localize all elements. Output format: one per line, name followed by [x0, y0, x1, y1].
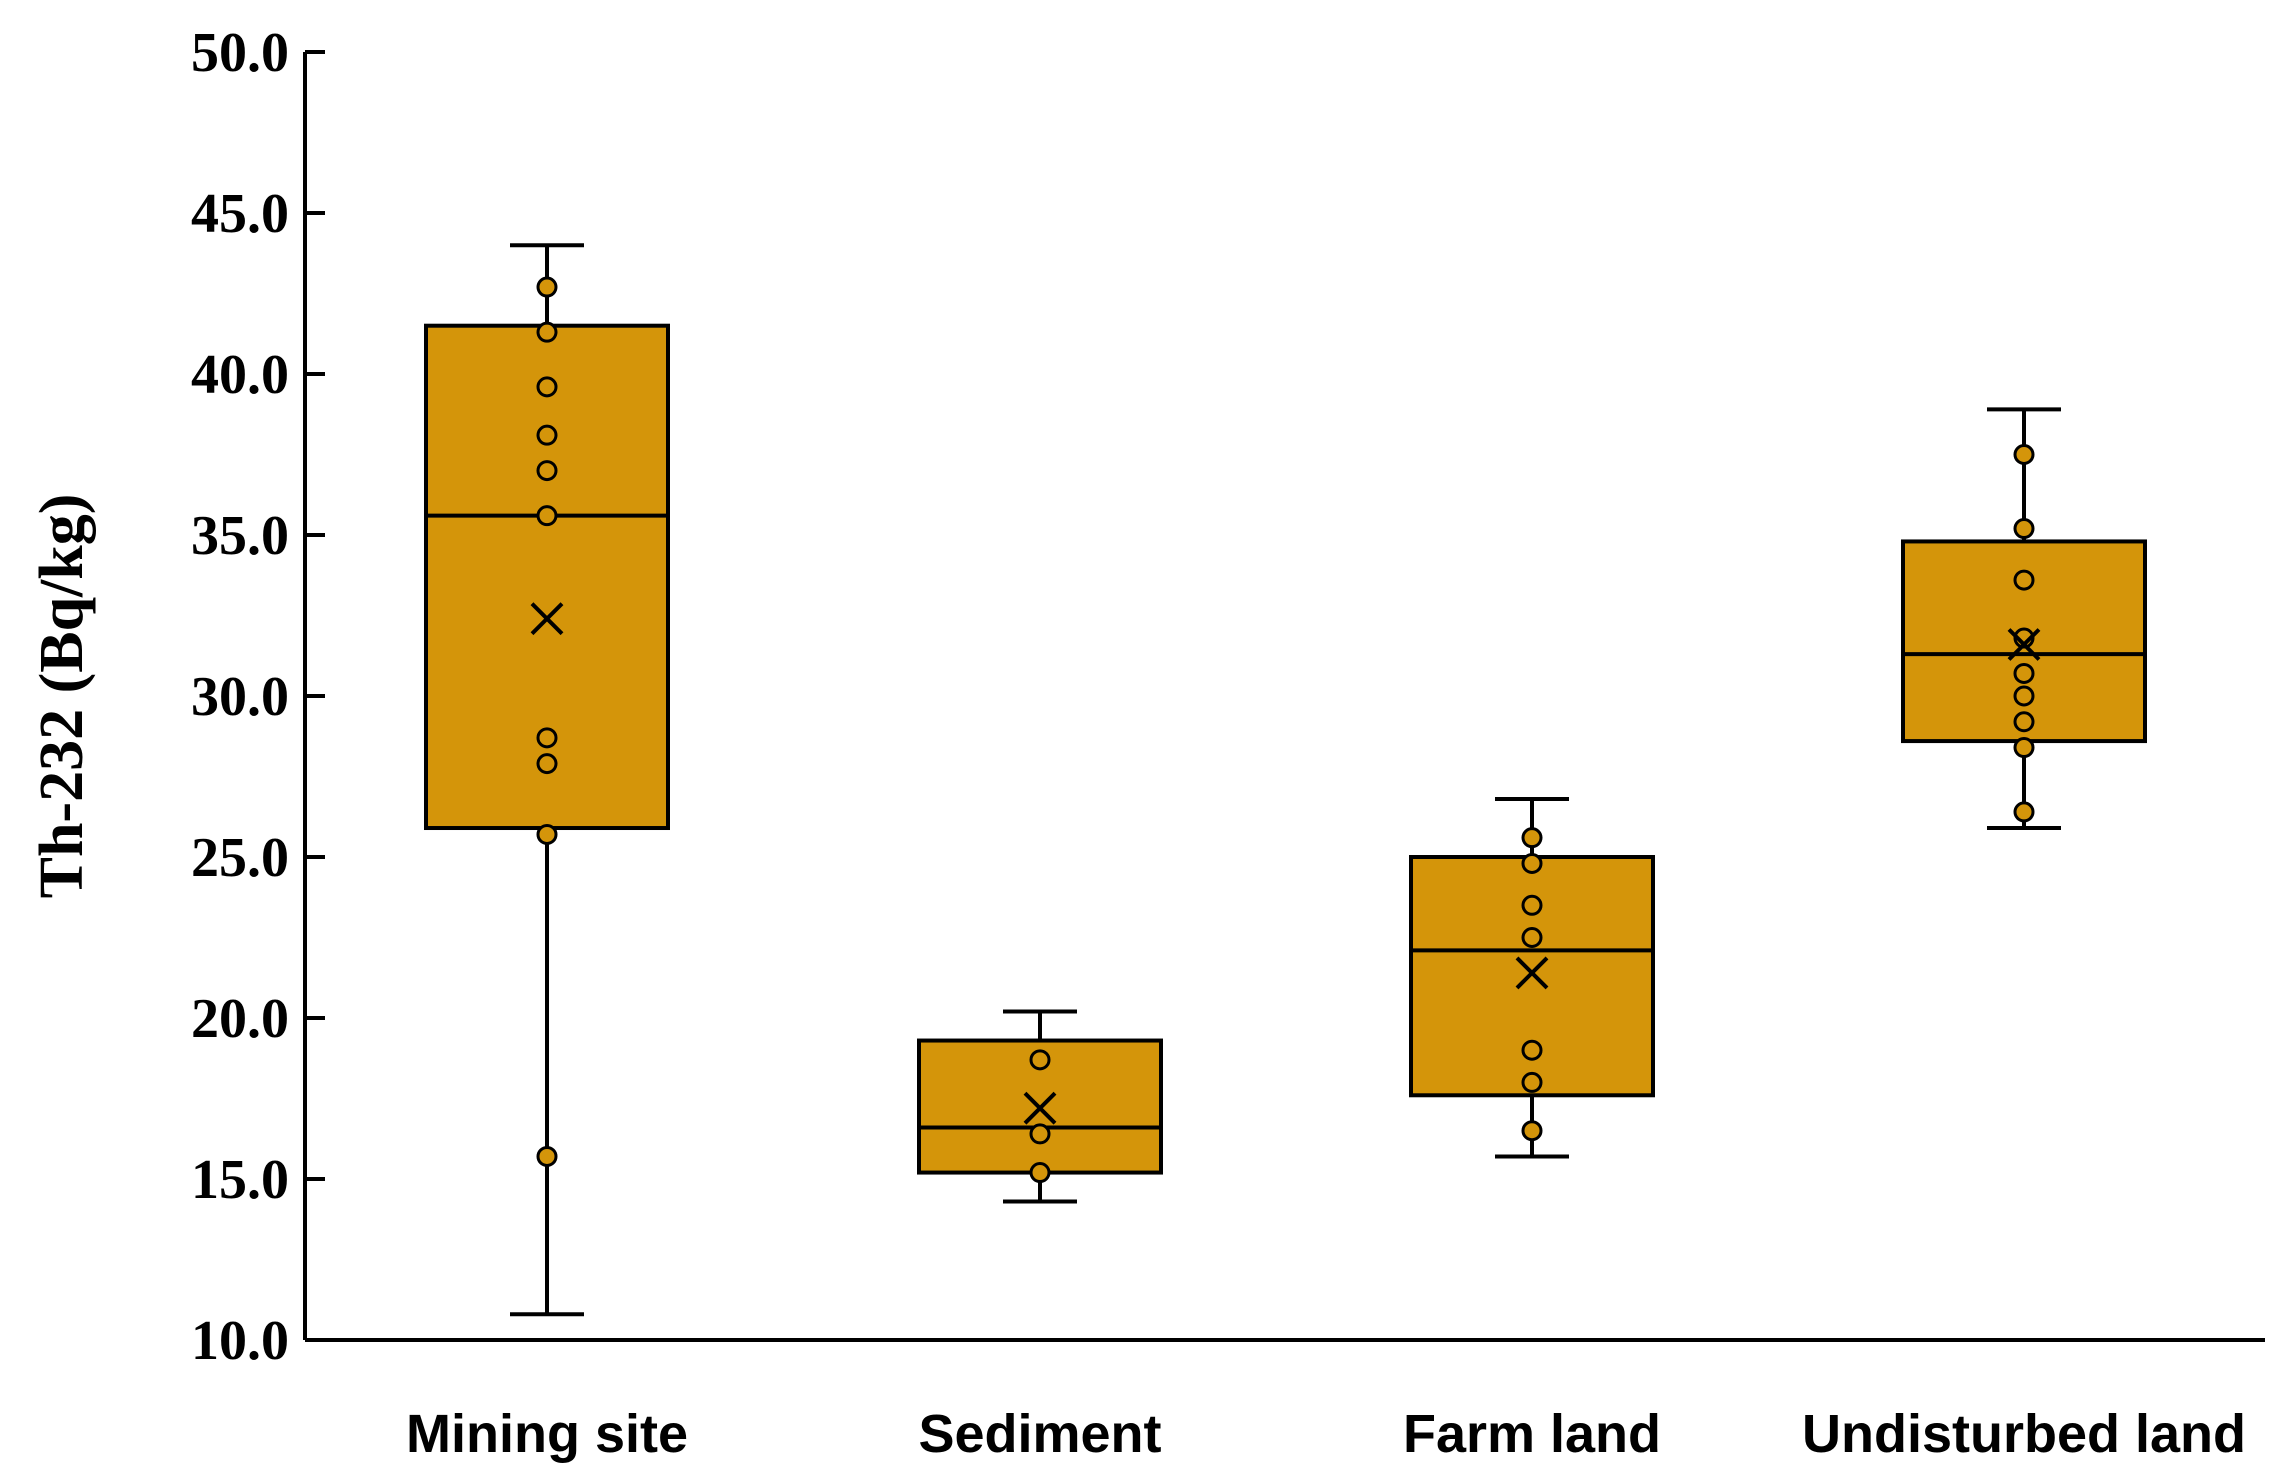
mean-marker: [1515, 956, 1549, 990]
data-point: [536, 321, 558, 343]
data-point: [1521, 1120, 1543, 1142]
x-category-label: Undisturbed land: [1802, 1404, 2246, 1464]
data-point: [1521, 1039, 1543, 1061]
data-point: [536, 505, 558, 527]
y-tick-label: 30.0: [191, 666, 289, 728]
mean-marker: [2007, 628, 2041, 661]
data-point: [1521, 852, 1543, 874]
y-tick-label: 10.0: [191, 1310, 289, 1372]
box-series: [424, 243, 2147, 1317]
data-point: [2013, 662, 2035, 684]
data-point: [1521, 894, 1543, 916]
y-tick-label: 35.0: [191, 505, 289, 567]
data-point: [1521, 927, 1543, 948]
data-point: [536, 424, 558, 446]
data-point: [2013, 518, 2035, 540]
y-axis-ticks: 10.0 15.0 20.0 25.0 30.0 35.0 40.0 45.0 50.0: [191, 22, 325, 1372]
y-tick-label: 25.0: [191, 827, 289, 889]
y-tick-label: 20.0: [191, 988, 289, 1050]
data-point: [536, 376, 558, 398]
data-point: [2013, 737, 2035, 759]
x-category-label: Sediment: [918, 1404, 1161, 1464]
data-point: [536, 1145, 558, 1167]
y-tick-label: 45.0: [191, 183, 289, 245]
data-point: [1521, 1071, 1543, 1093]
mean-marker: [1023, 1091, 1057, 1125]
y-axis-title: Th-232 (Bq/kg): [28, 494, 96, 899]
data-point: [536, 753, 558, 775]
data-point: [2013, 711, 2035, 733]
data-point: [1521, 827, 1543, 849]
y-tick-label: 15.0: [191, 1149, 289, 1211]
iqr-box: [424, 323, 670, 831]
data-point: [536, 727, 558, 749]
data-point: [536, 823, 558, 845]
x-category-label: Farm land: [1403, 1404, 1661, 1464]
box-group: [1901, 407, 2147, 831]
data-point: [536, 460, 558, 482]
box-group: [1409, 797, 1655, 1159]
data-point: [2013, 444, 2035, 465]
data-point: [1029, 1162, 1051, 1184]
data-point: [2013, 801, 2035, 823]
box-group: [424, 243, 670, 1317]
box-group: [917, 1009, 1163, 1204]
y-tick-label: 40.0: [191, 344, 289, 406]
data-point: [1029, 1049, 1051, 1071]
x-category-label: Mining site: [406, 1404, 688, 1464]
data-point: [2013, 569, 2035, 591]
x-axis-labels: Mining site Sediment Farm land Undisturbed …: [406, 1404, 2246, 1464]
data-point: [536, 276, 558, 298]
data-point: [2013, 685, 2035, 707]
mean-marker: [530, 602, 564, 636]
data-point: [1029, 1123, 1051, 1145]
y-tick-label: 50.0: [191, 22, 289, 84]
